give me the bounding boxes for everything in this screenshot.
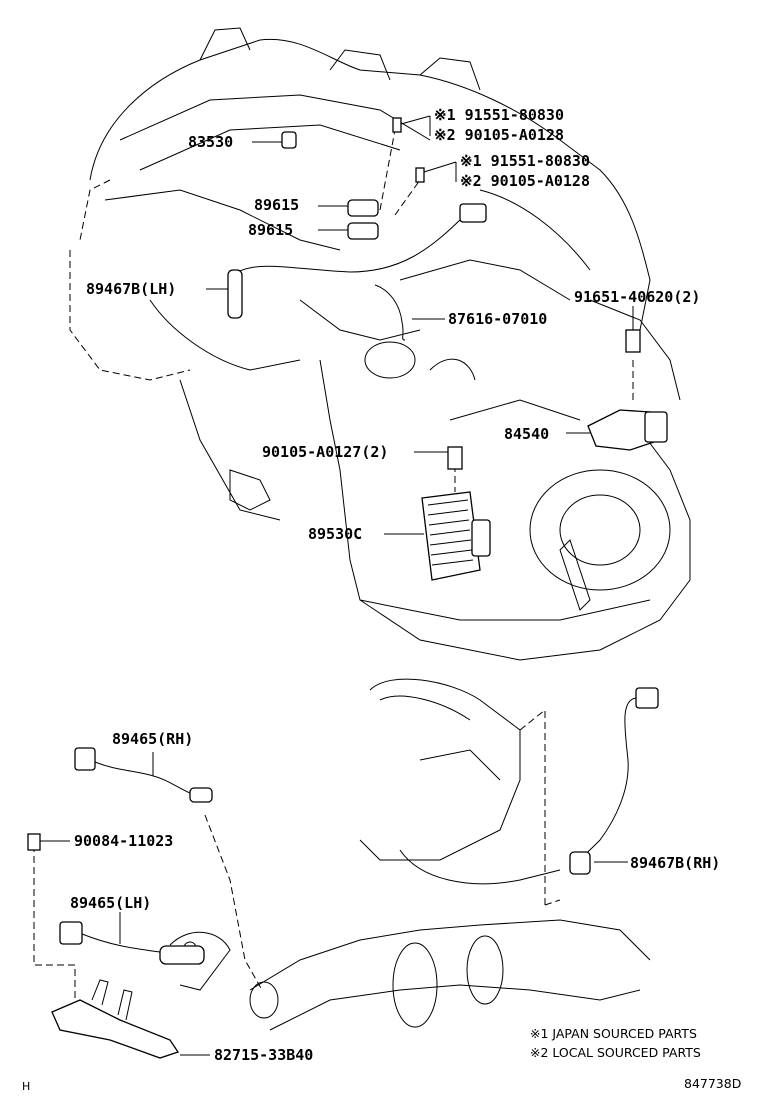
neutral-switch-84540 xyxy=(566,409,668,451)
callout-89615-a: 89615 xyxy=(254,196,300,214)
callout-91551-80830-b: ※1 91551-80830 xyxy=(460,152,590,170)
callout-90084-11023: 90084-11023 xyxy=(74,832,174,850)
knock-sensor-83530 xyxy=(252,131,297,149)
bolt-91551-lower xyxy=(415,161,457,183)
exhaust-assembly-drawing xyxy=(33,678,651,1031)
diagram-id: 847738D xyxy=(684,1076,742,1091)
oxygen-sensor-rh-89467b xyxy=(569,687,659,875)
bracket-82715 xyxy=(51,979,210,1059)
oxygen-sensor-lh-89465 xyxy=(59,912,205,965)
callout-87616-07010: 87616-07010 xyxy=(448,310,548,328)
callout-89467b-rh: 89467B(RH) xyxy=(630,854,721,872)
callout-91651-40620: 91651-40620(2) xyxy=(574,288,701,306)
engine-assembly-drawing xyxy=(69,27,691,661)
corner-mark: H xyxy=(22,1080,31,1093)
bolt-90105-a0127 xyxy=(414,446,463,470)
legend-note-japan-sourced: ※1 JAPAN SOURCED PARTS xyxy=(530,1026,697,1041)
callout-89615-b: 89615 xyxy=(248,221,294,239)
bolt-91551-upper xyxy=(392,115,431,136)
callout-89467b-lh: 89467B(LH) xyxy=(86,280,177,298)
vvt-sensor-89615-b xyxy=(318,222,379,240)
ecu-89530c xyxy=(384,491,491,581)
bolt-91651 xyxy=(625,306,641,353)
vvt-sensor-89615-a xyxy=(318,199,379,217)
callout-84540: 84540 xyxy=(504,425,550,443)
wire-harness-87616 xyxy=(374,284,445,341)
callout-90105-a0127: 90105-A0127(2) xyxy=(262,443,389,461)
callout-89465-rh: 89465(RH) xyxy=(112,730,194,748)
callout-90105-a0128-b: ※2 90105-A0128 xyxy=(460,172,590,190)
callout-83530: 83530 xyxy=(188,133,234,151)
callout-89530c: 89530C xyxy=(308,525,363,543)
bolt-90084-11023 xyxy=(27,833,70,851)
legend-note-local-sourced: ※2 LOCAL SOURCED PARTS xyxy=(530,1045,701,1060)
callout-90105-a0128-a: ※2 90105-A0128 xyxy=(434,126,564,144)
callout-89465-lh: 89465(LH) xyxy=(70,894,152,912)
callout-82715-33b40: 82715-33B40 xyxy=(214,1046,314,1064)
oxygen-sensor-rh-89465 xyxy=(74,747,213,803)
oxygen-sensor-lh-89467b xyxy=(206,203,487,319)
callout-91551-80830-a: ※1 91551-80830 xyxy=(434,106,564,124)
